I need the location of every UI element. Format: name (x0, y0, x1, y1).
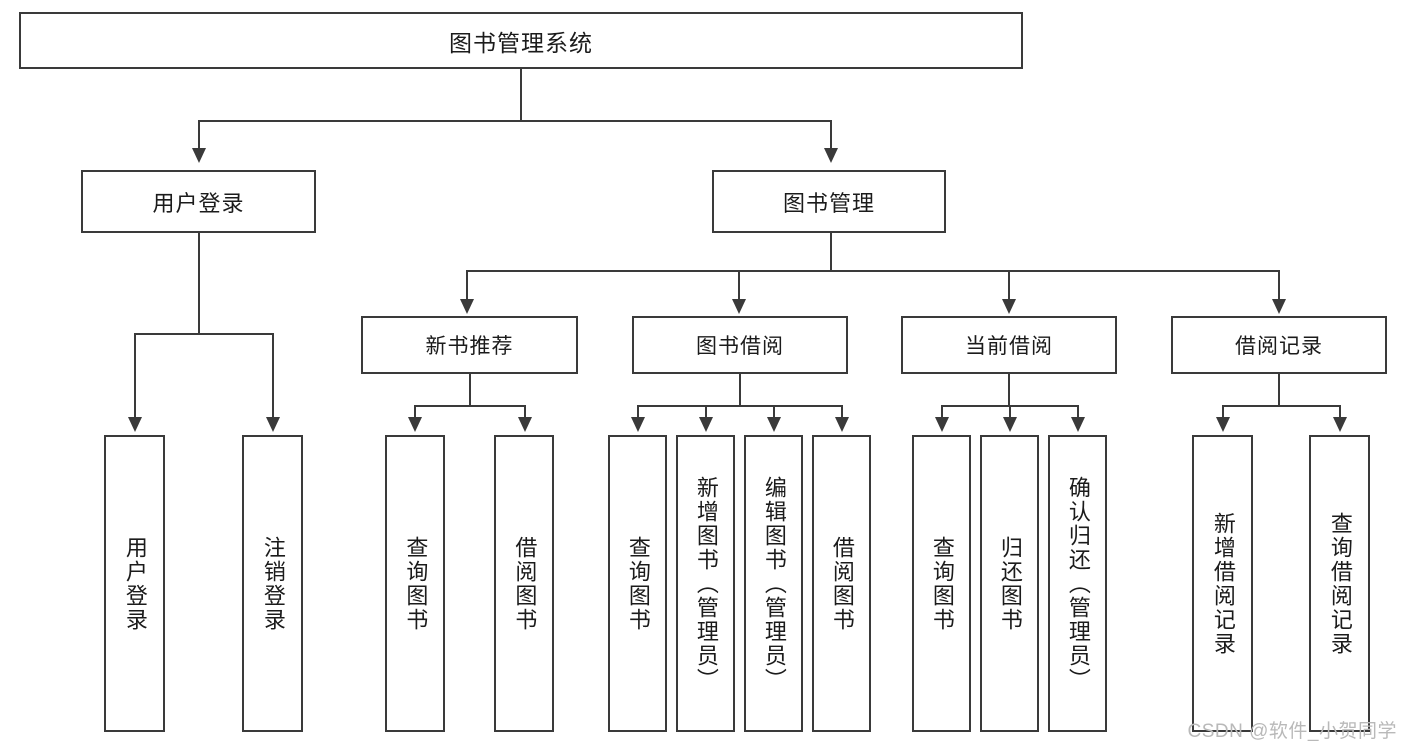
connector-bb-drop-3 (773, 405, 775, 419)
connector-br-drop-2 (1339, 405, 1341, 419)
node-user-login-label: 用户登录 (152, 190, 245, 216)
leaf-borrow-record-1-label: 新增借阅记录 (1210, 511, 1236, 656)
connector-bb-stem (739, 374, 741, 406)
arrow-to-leaf-bb-2 (699, 417, 713, 432)
node-borrow-record-label: 借阅记录 (1235, 335, 1323, 358)
leaf-book-borrow-3-label: 编辑图书（管理员） (761, 475, 787, 692)
connector-book-manage-drop-4 (1278, 270, 1280, 301)
arrow-to-current-borrow (1002, 299, 1016, 314)
connector-user-login-drop-2 (272, 333, 274, 419)
arrow-to-leaf-br-2 (1333, 417, 1347, 432)
connector-book-manage-bus (466, 270, 1280, 272)
node-user-login[interactable]: 用户登录 (81, 170, 316, 233)
arrow-to-leaf-cb-3 (1071, 417, 1085, 432)
leaf-current-borrow-3[interactable]: 确认归还（管理员） (1048, 435, 1107, 732)
node-root[interactable]: 图书管理系统 (19, 12, 1023, 69)
connector-root-drop-2 (830, 120, 832, 150)
leaf-user-login-1[interactable]: 用户登录 (104, 435, 165, 732)
node-book-manage-label: 图书管理 (782, 190, 875, 216)
arrow-to-leaf-bb-3 (767, 417, 781, 432)
leaf-book-borrow-4-label: 借阅图书 (829, 535, 855, 632)
connector-root-bus (198, 120, 832, 122)
leaf-book-borrow-1[interactable]: 查询图书 (608, 435, 667, 732)
connector-nbr-drop-2 (524, 405, 526, 419)
leaf-book-borrow-4[interactable]: 借阅图书 (812, 435, 871, 732)
connector-br-stem (1278, 374, 1280, 406)
node-current-borrow-label: 当前借阅 (965, 335, 1053, 358)
connector-root-stem (520, 69, 522, 121)
leaf-new-book-recommend-2[interactable]: 借阅图书 (494, 435, 554, 732)
arrow-to-leaf-br-1 (1216, 417, 1230, 432)
connector-nbr-bus (414, 405, 524, 407)
connector-bb-drop-1 (637, 405, 639, 419)
connector-nbr-stem (469, 374, 471, 406)
leaf-book-borrow-2[interactable]: 新增图书（管理员） (676, 435, 735, 732)
arrow-to-user-login (192, 148, 206, 163)
leaf-book-borrow-1-label: 查询图书 (625, 535, 651, 632)
connector-bb-drop-4 (841, 405, 843, 419)
arrow-to-leaf-cb-1 (935, 417, 949, 432)
node-book-borrow[interactable]: 图书借阅 (632, 316, 848, 374)
leaf-borrow-record-2-label: 查询借阅记录 (1327, 511, 1353, 656)
node-book-manage[interactable]: 图书管理 (712, 170, 946, 233)
arrow-to-leaf-cb-2 (1003, 417, 1017, 432)
connector-cb-drop-2 (1009, 405, 1011, 419)
leaf-new-book-recommend-2-label: 借阅图书 (512, 535, 538, 632)
node-new-book-recommend-label: 新书推荐 (425, 335, 514, 358)
connector-bb-drop-2 (705, 405, 707, 419)
leaf-user-login-2[interactable]: 注销登录 (242, 435, 303, 732)
arrow-to-leaf-nbr-2 (518, 417, 532, 432)
node-current-borrow[interactable]: 当前借阅 (901, 316, 1117, 374)
connector-br-drop-1 (1222, 405, 1224, 419)
leaf-current-borrow-1-label: 查询图书 (929, 535, 955, 632)
connector-user-login-bus (134, 333, 272, 335)
arrow-to-leaf-nbr-1 (408, 417, 422, 432)
arrow-to-leaf-bb-4 (835, 417, 849, 432)
leaf-user-login-1-label: 用户登录 (122, 535, 148, 632)
node-new-book-recommend[interactable]: 新书推荐 (361, 316, 578, 374)
leaf-current-borrow-2-label: 归还图书 (997, 535, 1023, 632)
leaf-book-borrow-3[interactable]: 编辑图书（管理员） (744, 435, 803, 732)
leaf-new-book-recommend-1-label: 查询图书 (403, 535, 429, 632)
connector-nbr-drop-1 (414, 405, 416, 419)
arrow-to-borrow-record (1272, 299, 1286, 314)
leaf-borrow-record-2[interactable]: 查询借阅记录 (1309, 435, 1370, 732)
arrow-to-leaf-bb-1 (631, 417, 645, 432)
node-root-label: 图书管理系统 (449, 29, 593, 56)
connector-cb-stem (1008, 374, 1010, 406)
arrow-to-leaf-user-login-1 (128, 417, 142, 432)
leaf-current-borrow-2[interactable]: 归还图书 (980, 435, 1039, 732)
connector-user-login-stem (198, 233, 200, 334)
leaf-current-borrow-1[interactable]: 查询图书 (912, 435, 971, 732)
connector-cb-drop-1 (941, 405, 943, 419)
connector-book-manage-stem (830, 233, 832, 271)
connector-book-manage-drop-1 (466, 270, 468, 301)
connector-root-drop-1 (198, 120, 200, 150)
arrow-to-book-manage (824, 148, 838, 163)
connector-user-login-drop-1 (134, 333, 136, 419)
leaf-book-borrow-2-label: 新增图书（管理员） (693, 475, 719, 692)
connector-br-bus (1222, 405, 1339, 407)
arrow-to-leaf-user-login-2 (266, 417, 280, 432)
leaf-borrow-record-1[interactable]: 新增借阅记录 (1192, 435, 1253, 732)
connector-bb-bus (637, 405, 842, 407)
arrow-to-new-book-recommend (460, 299, 474, 314)
connector-book-manage-drop-3 (1008, 270, 1010, 301)
leaf-new-book-recommend-1[interactable]: 查询图书 (385, 435, 445, 732)
connector-cb-drop-3 (1077, 405, 1079, 419)
connector-book-manage-drop-2 (738, 270, 740, 301)
node-borrow-record[interactable]: 借阅记录 (1171, 316, 1387, 374)
arrow-to-book-borrow (732, 299, 746, 314)
leaf-user-login-2-label: 注销登录 (260, 535, 286, 632)
node-book-borrow-label: 图书借阅 (696, 335, 784, 358)
leaf-current-borrow-3-label: 确认归还（管理员） (1065, 475, 1091, 692)
